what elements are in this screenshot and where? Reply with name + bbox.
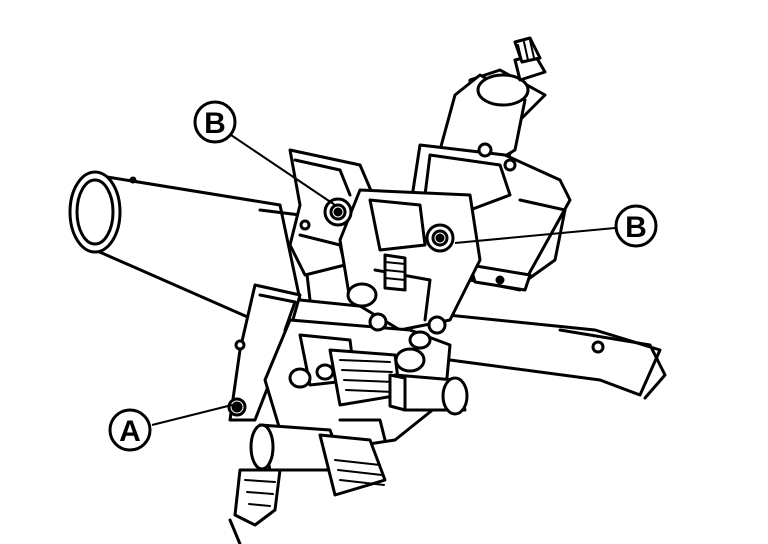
bolt-lower (368, 312, 447, 335)
bolt-right (425, 223, 455, 253)
lower-yoke-cylinder (249, 418, 387, 497)
leader-line-a (151, 404, 233, 426)
tilt-bracket-plate (227, 283, 302, 422)
column-upper-shaft (438, 36, 547, 172)
motor-cylinder (388, 373, 469, 416)
callout-b-right-label: B (625, 211, 647, 244)
callout-b-left-label: B (204, 107, 226, 140)
leader-line-b-left (227, 132, 336, 206)
callout-b-right: B (614, 204, 658, 248)
callout-b-left: B (193, 100, 237, 144)
callout-a-label: A (119, 415, 141, 448)
lower-gear-mechanism (263, 318, 452, 452)
lower-shaft (228, 468, 282, 544)
bolt-left (323, 197, 353, 227)
leader-line-b-right (454, 227, 616, 244)
callout-a: A (108, 408, 152, 452)
cross-member-tube (68, 170, 667, 400)
